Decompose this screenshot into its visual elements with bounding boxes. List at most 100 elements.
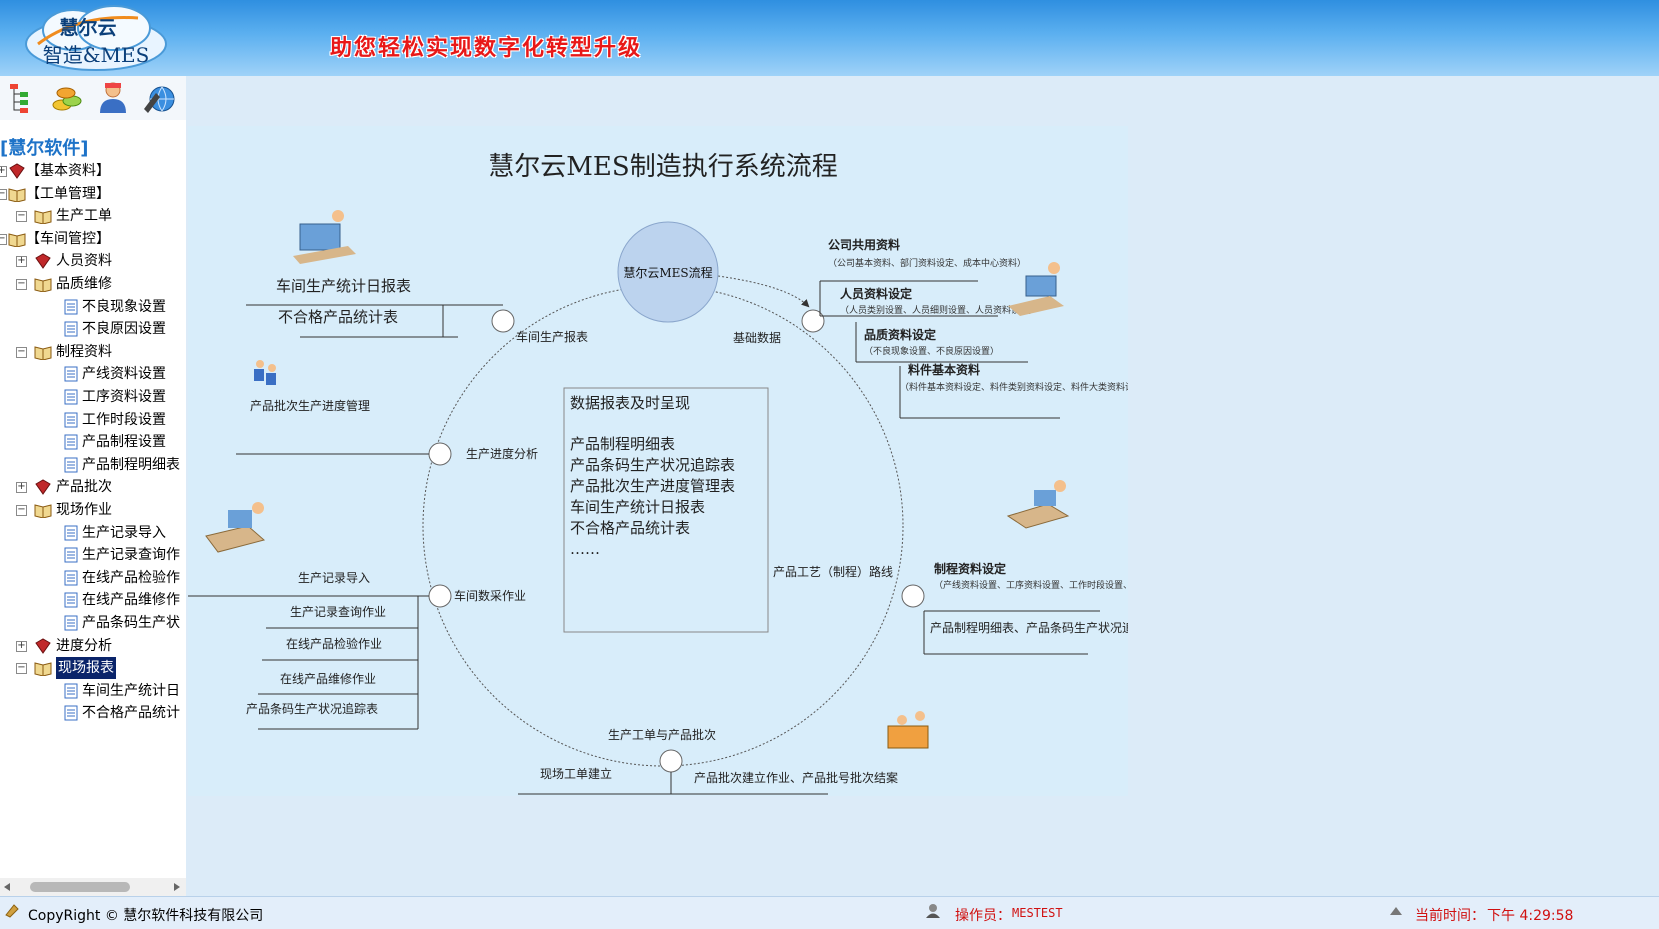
tree-item[interactable]: 车间生产统计日 — [0, 680, 186, 702]
slogan: 助您轻松实现数字化转型升级 — [330, 35, 643, 61]
tree-item[interactable]: 产品制程设置 — [0, 431, 186, 453]
tree-item[interactable]: + 产品批次 — [0, 476, 186, 498]
tree-item[interactable]: 不良原因设置 — [0, 318, 186, 340]
tree-item[interactable]: −【车间管控】 — [0, 228, 186, 250]
operator-icon — [926, 904, 940, 918]
scroll-right-icon[interactable] — [172, 882, 182, 892]
open-book-icon — [8, 233, 26, 247]
report-box-item: 不合格产品统计表 — [570, 519, 690, 537]
tree-item-label: 工作时段设置 — [82, 411, 166, 428]
order-right: 产品批次建立作业、产品批号批次结案 — [694, 770, 898, 785]
label-progress: 生产进度分析 — [466, 446, 538, 461]
tree-item[interactable]: −生产工单 — [0, 205, 186, 227]
tree-expander-icon[interactable]: − — [16, 662, 27, 675]
tree-item[interactable]: 产品制程明细表 — [0, 454, 186, 476]
tree-item[interactable]: + 进度分析 — [0, 635, 186, 657]
copyright-text: CopyRight © 慧尔软件科技有限公司 — [28, 908, 264, 924]
document-icon — [64, 615, 78, 631]
report-box-item: 车间生产统计日报表 — [570, 498, 705, 516]
tree-expander-icon[interactable]: − — [16, 278, 27, 290]
open-book-icon — [34, 278, 52, 292]
order-left: 现场工单建立 — [540, 766, 612, 781]
tree-expander-icon[interactable]: − — [0, 233, 7, 245]
part-note: （料件基本资料设定、料件类别资料设定、料件大类资料设定、料件小类资料设定） — [900, 381, 1128, 393]
tree-item[interactable]: 产线资料设置 — [0, 363, 186, 385]
tree-item[interactable]: 生产记录查询作 — [0, 544, 186, 566]
tree-expander-icon[interactable]: − — [0, 188, 7, 200]
tree-item[interactable]: −制程资料 — [0, 341, 186, 363]
tree-item[interactable]: 生产记录导入 — [0, 522, 186, 544]
tree-item[interactable]: 产品条码生产状 — [0, 612, 186, 634]
process-note: （产线资料设置、工序资料设置、工作时段设置、产品制程设置） — [934, 579, 1128, 591]
scrollbar-thumb[interactable] — [30, 882, 130, 892]
tree-expander-icon[interactable]: + — [0, 166, 7, 177]
tree-item-label: 产品批次 — [56, 479, 112, 496]
tree-item[interactable]: − 现场作业 — [0, 499, 186, 521]
report-box — [563, 387, 769, 633]
tree-expander-icon[interactable]: + — [16, 639, 27, 652]
node-progress — [428, 442, 452, 466]
tree-item[interactable]: 在线产品维修作 — [0, 589, 186, 611]
tree-item[interactable]: − 【工单管理】 — [0, 183, 186, 205]
tree-item[interactable]: 不合格产品统计 — [0, 702, 186, 724]
closed-book-icon — [35, 638, 51, 654]
tree-item[interactable]: + 【基本资料】 — [0, 160, 186, 182]
document-icon — [64, 525, 78, 541]
report-box-item: …… — [570, 540, 600, 558]
tree-expander-icon[interactable]: + — [16, 255, 27, 268]
tree-item-label: 产线资料设置 — [82, 366, 166, 383]
center-circle — [617, 221, 719, 323]
tree-item-label: 现场作业 — [56, 502, 112, 518]
clock-icon — [1390, 907, 1402, 915]
open-book-icon — [34, 210, 52, 225]
report-box-item: 产品批次生产进度管理表 — [570, 477, 735, 495]
open-book-icon — [8, 187, 26, 202]
progress-item: 产品批次生产进度管理 — [250, 398, 370, 413]
center-circle-label: 慧尔云MES流程 — [623, 265, 712, 280]
toolbar — [0, 76, 186, 120]
open-book-icon — [34, 662, 52, 677]
tree-item[interactable]: 工作时段设置 — [0, 409, 186, 431]
tree-item[interactable]: 不良现象设置 — [0, 296, 186, 318]
pc-user-icon — [1008, 262, 1064, 316]
tree-item-label: 不良原因设置 — [82, 321, 166, 338]
tree-item-label: 产品制程明细表 — [82, 456, 180, 473]
tree-item-label: 不合格产品统计 — [82, 705, 180, 722]
document-icon — [64, 434, 78, 450]
tree-item-label: 车间生产统计日 — [82, 682, 180, 699]
node-base-data — [801, 309, 825, 333]
part-label: 料件基本资料 — [908, 362, 980, 377]
tree-expander-icon[interactable]: − — [16, 504, 27, 516]
tree-expander-icon[interactable]: − — [16, 345, 27, 358]
globe-icon[interactable] — [142, 81, 176, 115]
tree-item-label: 不良现象设置 — [82, 298, 166, 315]
tree-item[interactable]: − 现场报表 — [0, 657, 186, 680]
tree-item[interactable]: − 品质维修 — [0, 273, 186, 295]
coins-icon[interactable] — [50, 81, 84, 115]
document-icon — [64, 570, 78, 586]
label-process: 产品工艺（制程）路线 — [773, 564, 893, 579]
closed-book-icon — [9, 163, 25, 179]
tree-item[interactable]: +人员资料 — [0, 250, 186, 272]
tree-item[interactable]: 在线产品检验作 — [0, 567, 186, 589]
tree-item-label: 进度分析 — [56, 637, 112, 654]
label-order: 生产工单与产品批次 — [608, 727, 716, 742]
tree-item[interactable]: 工序资料设置 — [0, 386, 186, 408]
tree-item-label: 品质维修 — [56, 276, 112, 292]
team-icon — [887, 711, 929, 749]
tree-view-icon[interactable] — [6, 81, 40, 115]
tree-item-label: 现场报表 — [56, 657, 116, 680]
user-icon[interactable] — [96, 81, 130, 115]
operator-label: 操作员： — [955, 908, 1011, 924]
tree-expander-icon[interactable]: − — [16, 210, 27, 223]
node-collection — [428, 584, 452, 608]
tree-item-label: 【工单管理】 — [26, 185, 110, 202]
scroll-left-icon[interactable] — [2, 882, 12, 892]
process-worker-icon — [1006, 480, 1070, 529]
flow-diagram-svg: 慧尔云MES制造执行系统流程 慧尔云MES流程 基础数据 车间生产报表 生产进度… — [188, 152, 1233, 795]
collection-item-2: 生产记录查询作业 — [290, 605, 386, 619]
computer-user-icon — [293, 210, 356, 264]
tree-item-label: 【基本资料】 — [26, 163, 110, 179]
sidebar-horizontal-scrollbar[interactable] — [0, 878, 186, 896]
tree-expander-icon[interactable]: + — [16, 481, 27, 494]
